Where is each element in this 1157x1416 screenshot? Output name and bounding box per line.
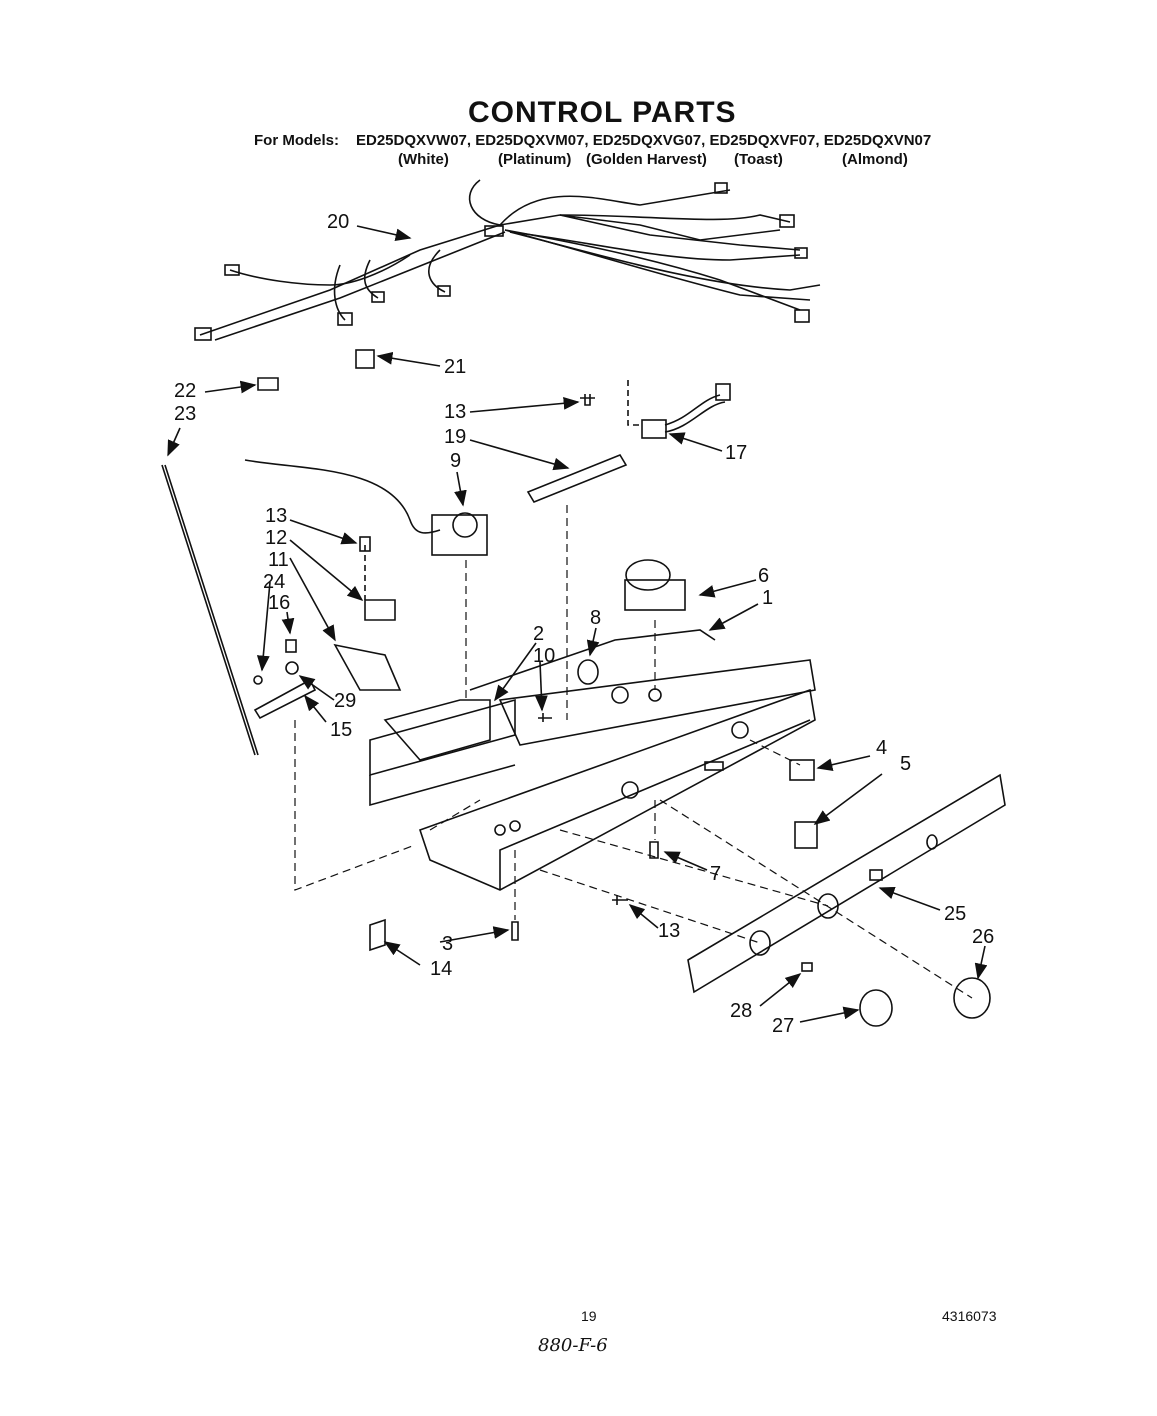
switch-5	[794, 821, 818, 849]
callout-4: 4	[876, 737, 887, 759]
callout-8: 8	[590, 607, 601, 629]
part-11	[333, 643, 402, 691]
callout-14: 14	[430, 958, 452, 980]
part-12	[364, 599, 396, 621]
bracket-19	[526, 454, 628, 503]
callout-13-lower: 13	[658, 920, 680, 942]
screw-7	[649, 841, 659, 859]
control-housing-1	[369, 629, 816, 891]
callout-3: 3	[442, 933, 453, 955]
knob-27	[859, 989, 893, 1027]
callout-13-mid: 13	[265, 505, 287, 527]
callout-5: 5	[900, 753, 911, 775]
callout-20: 20	[327, 211, 349, 233]
callout-12: 12	[265, 527, 287, 549]
models-label: For Models:	[254, 132, 339, 149]
part-22	[257, 377, 279, 391]
timer-6	[624, 559, 686, 611]
console-panel-25	[687, 773, 1006, 994]
callout-22: 22	[174, 380, 196, 402]
callout-19: 19	[444, 426, 466, 448]
callout-24: 24	[263, 571, 285, 593]
color-white: (White)	[398, 151, 449, 168]
knob-26	[953, 977, 991, 1019]
callout-13-top: 13	[444, 401, 466, 423]
callout-2: 2	[533, 623, 544, 645]
callout-21: 21	[444, 356, 466, 378]
grommet-8	[577, 659, 599, 685]
callout-7: 7	[710, 863, 721, 885]
screw-10	[538, 713, 552, 722]
thermostat-9	[244, 459, 488, 556]
callout-9: 9	[450, 450, 461, 472]
callout-10: 10	[533, 645, 555, 667]
callout-28: 28	[730, 1000, 752, 1022]
exploded-parts-diagram: 20 21 22 23 13 19 17 9 13 12 11 24 16 6 …	[161, 179, 1006, 1037]
wiring-harness	[194, 179, 821, 341]
switch-4	[789, 759, 815, 781]
screw-13-lower	[612, 895, 628, 905]
color-almond: (Almond)	[842, 151, 908, 168]
rod-23	[161, 464, 256, 756]
color-golden-harvest: (Golden Harvest)	[586, 151, 707, 168]
callout-11: 11	[268, 549, 289, 571]
color-toast: (Toast)	[734, 151, 783, 168]
callout-15: 15	[330, 719, 352, 741]
screw-3	[511, 921, 519, 941]
handwritten-note: 880-F-6	[538, 1335, 608, 1356]
clip-14	[369, 918, 386, 952]
callout-27: 27	[772, 1015, 794, 1037]
document-number: 4316073	[942, 1308, 997, 1324]
page-number: 19	[581, 1308, 597, 1324]
callout-29: 29	[334, 690, 356, 712]
callout-6: 6	[758, 565, 769, 587]
color-platinum: (Platinum)	[498, 151, 572, 168]
callout-25: 25	[944, 903, 966, 925]
clip-28	[801, 962, 813, 972]
callout-1: 1	[762, 587, 773, 609]
page-title: CONTROL PARTS	[468, 96, 737, 129]
sensor-17	[641, 419, 667, 439]
screw-13-top	[580, 394, 595, 406]
models-list: ED25DQXVW07, ED25DQXVM07, ED25DQXVG07, E…	[356, 132, 932, 149]
bracket-2	[383, 699, 491, 761]
callout-17: 17	[725, 442, 747, 464]
callout-16: 16	[268, 592, 290, 614]
callout-26: 26	[972, 926, 994, 948]
clip-21	[355, 349, 375, 369]
callout-23: 23	[174, 403, 196, 425]
